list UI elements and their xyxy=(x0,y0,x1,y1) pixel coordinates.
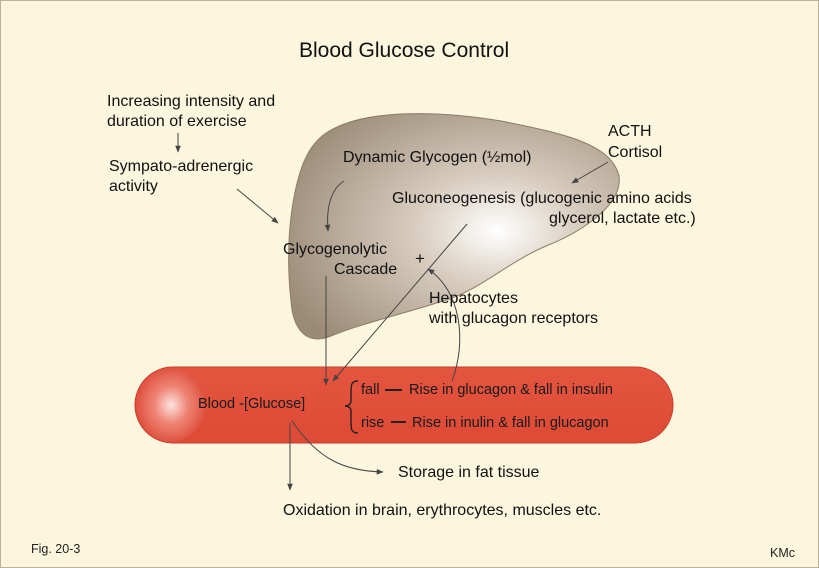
blood-glucose-label: Blood -[Glucose] xyxy=(198,396,306,412)
acth-label: ACTH xyxy=(608,123,652,140)
rise-effect-label: Rise in inulin & fall in glucagon xyxy=(412,415,609,431)
hepatocytes-label-line2: with glucagon receptors xyxy=(429,310,598,327)
glycogen-to-cascade-arrow xyxy=(324,180,345,232)
plus-sign: + xyxy=(415,249,425,268)
glucagon-feedback-arrow xyxy=(427,268,461,382)
exercise-label-line2: duration of exercise xyxy=(107,113,247,130)
cortisol-label: Cortisol xyxy=(608,144,663,161)
brace xyxy=(344,380,359,434)
dynamic-glycogen-label: Dynamic Glycogen (½mol) xyxy=(343,149,532,166)
gluconeogenesis-label-line2: glycerol, lactate etc.) xyxy=(549,210,696,227)
oxidation-label: Oxidation in brain, erythrocytes, muscle… xyxy=(283,502,602,519)
fall-effect-label: Rise in glucagon & fall in insulin xyxy=(409,382,613,398)
sympato-label-line2: activity xyxy=(109,178,158,195)
glycogenolytic-label-line1: Glycogenolytic xyxy=(283,241,388,258)
exercise-label-line1: Increasing intensity and xyxy=(107,93,276,110)
sympato-to-cascade-arrow xyxy=(236,188,279,224)
sympato-label-line1: Sympato-adrenergic xyxy=(109,158,254,175)
hepatocytes-label-line1: Hepatocytes xyxy=(429,290,518,307)
fall-label: fall xyxy=(361,382,380,398)
diagram-title: Blood Glucose Control xyxy=(299,39,510,62)
storage-arrow xyxy=(291,420,384,475)
acth-arrow xyxy=(571,161,609,184)
vessel-opening xyxy=(137,368,205,442)
blood-vessel xyxy=(134,366,674,444)
liver-shape xyxy=(288,113,620,340)
glycogenolytic-label-line2: Cascade xyxy=(334,261,398,278)
rise-label: rise xyxy=(361,415,385,431)
gluconeogenesis-label-line1: Gluconeogenesis (glucogenic amino acids xyxy=(392,190,692,207)
figure-number: Fig. 20-3 xyxy=(31,542,81,556)
gluconeogenesis-to-blood-arrow xyxy=(332,223,468,382)
author-initials: KMc xyxy=(770,546,795,560)
storage-label: Storage in fat tissue xyxy=(398,464,540,481)
